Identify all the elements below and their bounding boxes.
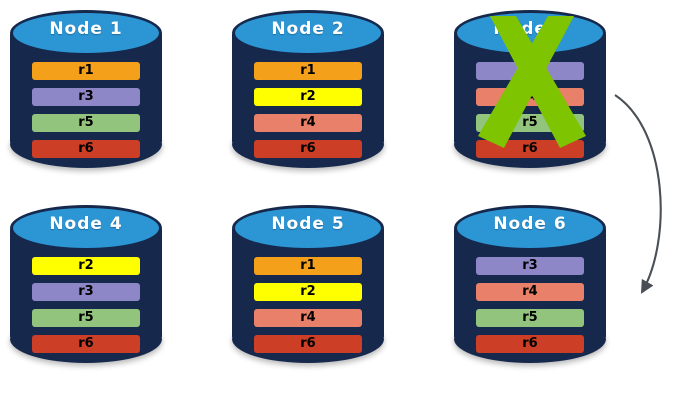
replica-label: r2 [300,284,316,299]
replica-label: r3 [522,258,538,273]
node-label: Node 5 [271,214,345,234]
replica-bar[interactable]: r4 [254,114,362,132]
replica-label: r6 [522,141,538,156]
replica-label: r1 [300,258,316,273]
cylinder-top-ellipse [10,10,162,56]
replica-label: r3 [78,284,94,299]
replica-list: r1 r3 r5 r6 [10,62,162,166]
replica-bar[interactable]: r3 [476,62,584,80]
replica-list: r3 r4 r5 r6 [454,62,606,166]
cylinder-top-ellipse [232,205,384,251]
node-cylinder-2[interactable]: Node 2 r1 r2 r4 r6 [232,10,384,186]
replica-bar[interactable]: r1 [254,257,362,275]
replica-bar[interactable]: r5 [32,114,140,132]
replica-label: r6 [300,141,316,156]
replica-label: r6 [78,336,94,351]
replica-bar[interactable]: r3 [32,283,140,301]
node-label: Node 1 [49,19,123,39]
replica-label: r2 [78,258,94,273]
node-cylinder-4[interactable]: Node 4 r2 r3 r5 r6 [10,205,162,381]
cylinder-top-ellipse [232,10,384,56]
replica-bar[interactable]: r2 [32,257,140,275]
replica-label: r6 [300,336,316,351]
replica-bar[interactable]: r4 [476,283,584,301]
replica-bar[interactable]: r5 [476,114,584,132]
replica-label: r4 [300,310,316,325]
replica-list: r3 r4 r5 r6 [454,257,606,361]
node-label: Node 2 [271,19,345,39]
replica-bar[interactable]: r5 [476,309,584,327]
replica-label: r4 [300,115,316,130]
replica-bar[interactable]: r6 [254,140,362,158]
node-cylinder-5[interactable]: Node 5 r1 r2 r4 r6 [232,205,384,381]
node-label: Node 4 [49,214,123,234]
node-cylinder-6[interactable]: Node 6 r3 r4 r5 r6 [454,205,606,381]
cylinder-top-ellipse [454,205,606,251]
replica-label: r4 [522,284,538,299]
replica-label: r5 [522,115,538,130]
replica-label: r6 [522,336,538,351]
replica-list: r1 r2 r4 r6 [232,62,384,166]
replica-bar[interactable]: r6 [476,140,584,158]
replica-label: r3 [522,63,538,78]
cylinder-top-ellipse [10,205,162,251]
replica-bar[interactable]: r5 [32,309,140,327]
replica-bar[interactable]: r1 [254,62,362,80]
replica-label: r5 [78,310,94,325]
replica-bar[interactable]: r6 [32,140,140,158]
replica-list: r1 r2 r4 r6 [232,257,384,361]
replica-bar[interactable]: r6 [476,335,584,353]
node-cylinder-1[interactable]: Node 1 r1 r3 r5 r6 [10,10,162,186]
replica-list: r2 r3 r5 r6 [10,257,162,361]
replica-bar[interactable]: r6 [32,335,140,353]
replica-label: r6 [78,141,94,156]
replica-bar[interactable]: r6 [254,335,362,353]
node-label: Node 6 [493,214,567,234]
replica-label: r1 [300,63,316,78]
replica-bar[interactable]: r2 [254,88,362,106]
replica-bar[interactable]: r3 [32,88,140,106]
replica-bar[interactable]: r1 [32,62,140,80]
replica-bar[interactable]: r2 [254,283,362,301]
replica-bar[interactable]: r4 [476,88,584,106]
replica-label: r1 [78,63,94,78]
replica-bar[interactable]: r4 [254,309,362,327]
node-label: Node 3 [493,19,567,39]
node-cylinder-3[interactable]: Node 3 r3 r4 r5 r6 [454,10,606,186]
replica-label: r5 [522,310,538,325]
replica-label: r2 [300,89,316,104]
replica-label: r3 [78,89,94,104]
replica-label: r4 [522,89,538,104]
replica-bar[interactable]: r3 [476,257,584,275]
replica-label: r5 [78,115,94,130]
